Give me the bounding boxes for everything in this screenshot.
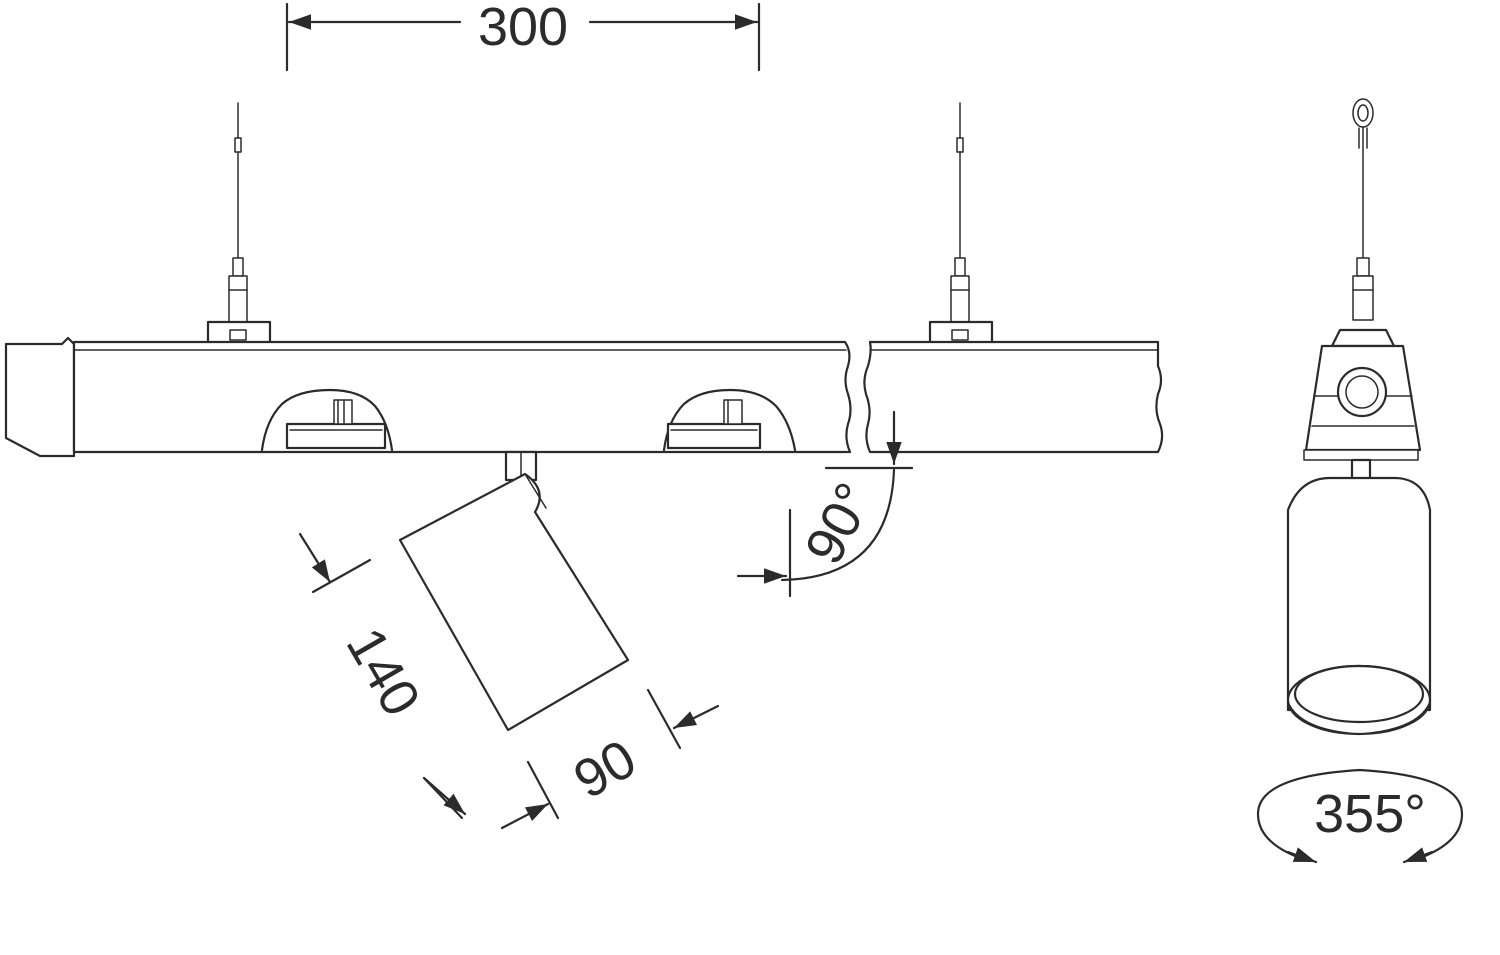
- track-end-cap: [4, 336, 76, 458]
- spacing-dimension: 300: [285, 0, 761, 72]
- spotlight-body: [398, 472, 630, 732]
- suspension-cable-middle: [928, 102, 994, 348]
- side-view: [1286, 98, 1432, 736]
- track-profile-right: [863, 340, 1164, 454]
- spot-diameter-dimension: 90: [422, 688, 720, 830]
- spacing-label: 300: [478, 0, 568, 57]
- rotation-arc: [1256, 768, 1464, 860]
- rotation-angle-label: 355°: [1314, 784, 1426, 844]
- spotlight-cylinder: [1286, 476, 1432, 712]
- rotation-arrow-right: [1402, 847, 1434, 864]
- spot-length-label: 140: [335, 618, 432, 726]
- rotation-arrow-left: [1286, 847, 1318, 864]
- tilt-angle-label: 90°: [794, 473, 885, 573]
- rotation-angle-dimension: 355°: [1256, 768, 1464, 864]
- spot-diameter-label: 90: [564, 728, 646, 810]
- spotlight-tilted: [398, 450, 630, 732]
- track-profile-left: [4, 336, 852, 458]
- suspension-cable-left: [206, 102, 272, 348]
